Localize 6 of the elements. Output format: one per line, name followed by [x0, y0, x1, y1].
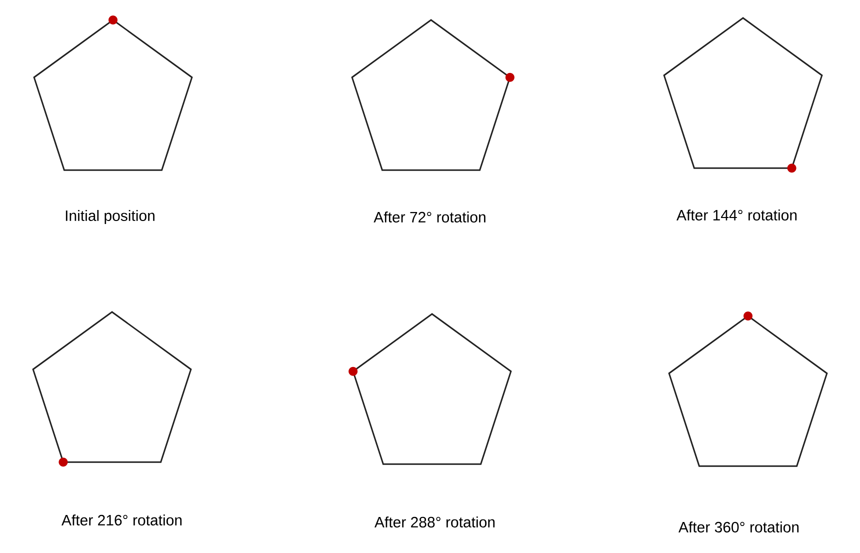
node-label: After 72° rotation — [374, 211, 486, 222]
node-label: After 216° rotation — [62, 514, 182, 526]
node-label: After 360° rotation — [678, 521, 799, 532]
node-label: Initial position — [66, 210, 154, 224]
node-label: After 288° rotation — [374, 516, 495, 528]
node-label: After 144° rotation — [676, 209, 797, 220]
